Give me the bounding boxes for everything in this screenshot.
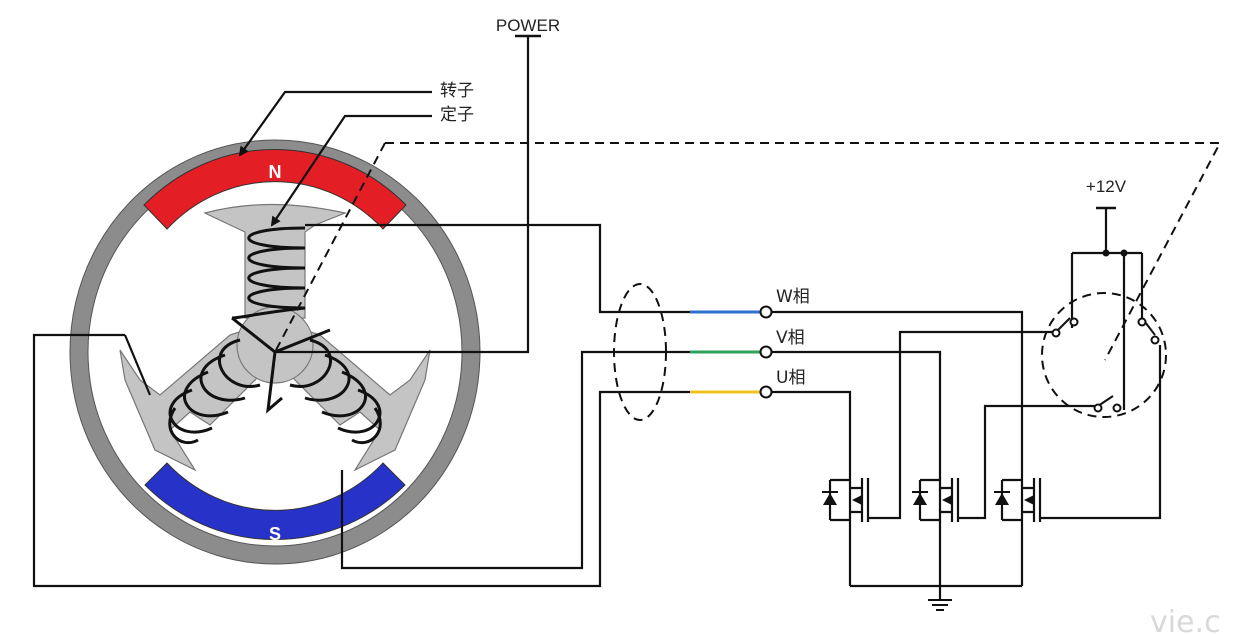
transistor-v [912,404,1098,600]
south-pole-label: S [269,524,281,544]
rotor-north-pole [143,148,407,230]
supply-label: +12V [1086,177,1127,196]
rotor-leader-line [238,90,432,157]
cable-bundle [613,283,667,421]
power-terminal: POWER [275,16,560,354]
rotor-south-pole [144,462,406,541]
motor-housing-ring [69,139,481,565]
u-terminal [759,385,773,399]
ground-symbol [928,599,952,611]
hall-sensor-circle [1041,292,1167,418]
mechanical-linkage [274,142,1222,361]
stator-leader-line [270,114,432,227]
power-label: POWER [496,16,560,35]
stator-label: 定子 [440,105,474,125]
v-phase-label: V相 [776,328,805,348]
w-terminal [759,305,773,319]
phase-wiring: W相 V相 U相 [32,223,1024,588]
stator [119,203,431,472]
u-phase-label: U相 [776,368,805,388]
w-phase-label: W相 [776,287,810,307]
transistor-w [994,345,1162,586]
transistor-bank [822,330,1162,611]
north-pole-label: N [269,162,282,182]
motor: N S [69,139,481,565]
callouts: 转子 定子 [238,81,474,227]
hall-sensor-block: +12V [274,142,1222,418]
hall-switches [1051,317,1160,413]
transistor-u [822,330,1058,586]
watermark: vie.c [1150,605,1221,634]
rotor-label: 转子 [440,81,474,101]
v-terminal [759,345,773,359]
